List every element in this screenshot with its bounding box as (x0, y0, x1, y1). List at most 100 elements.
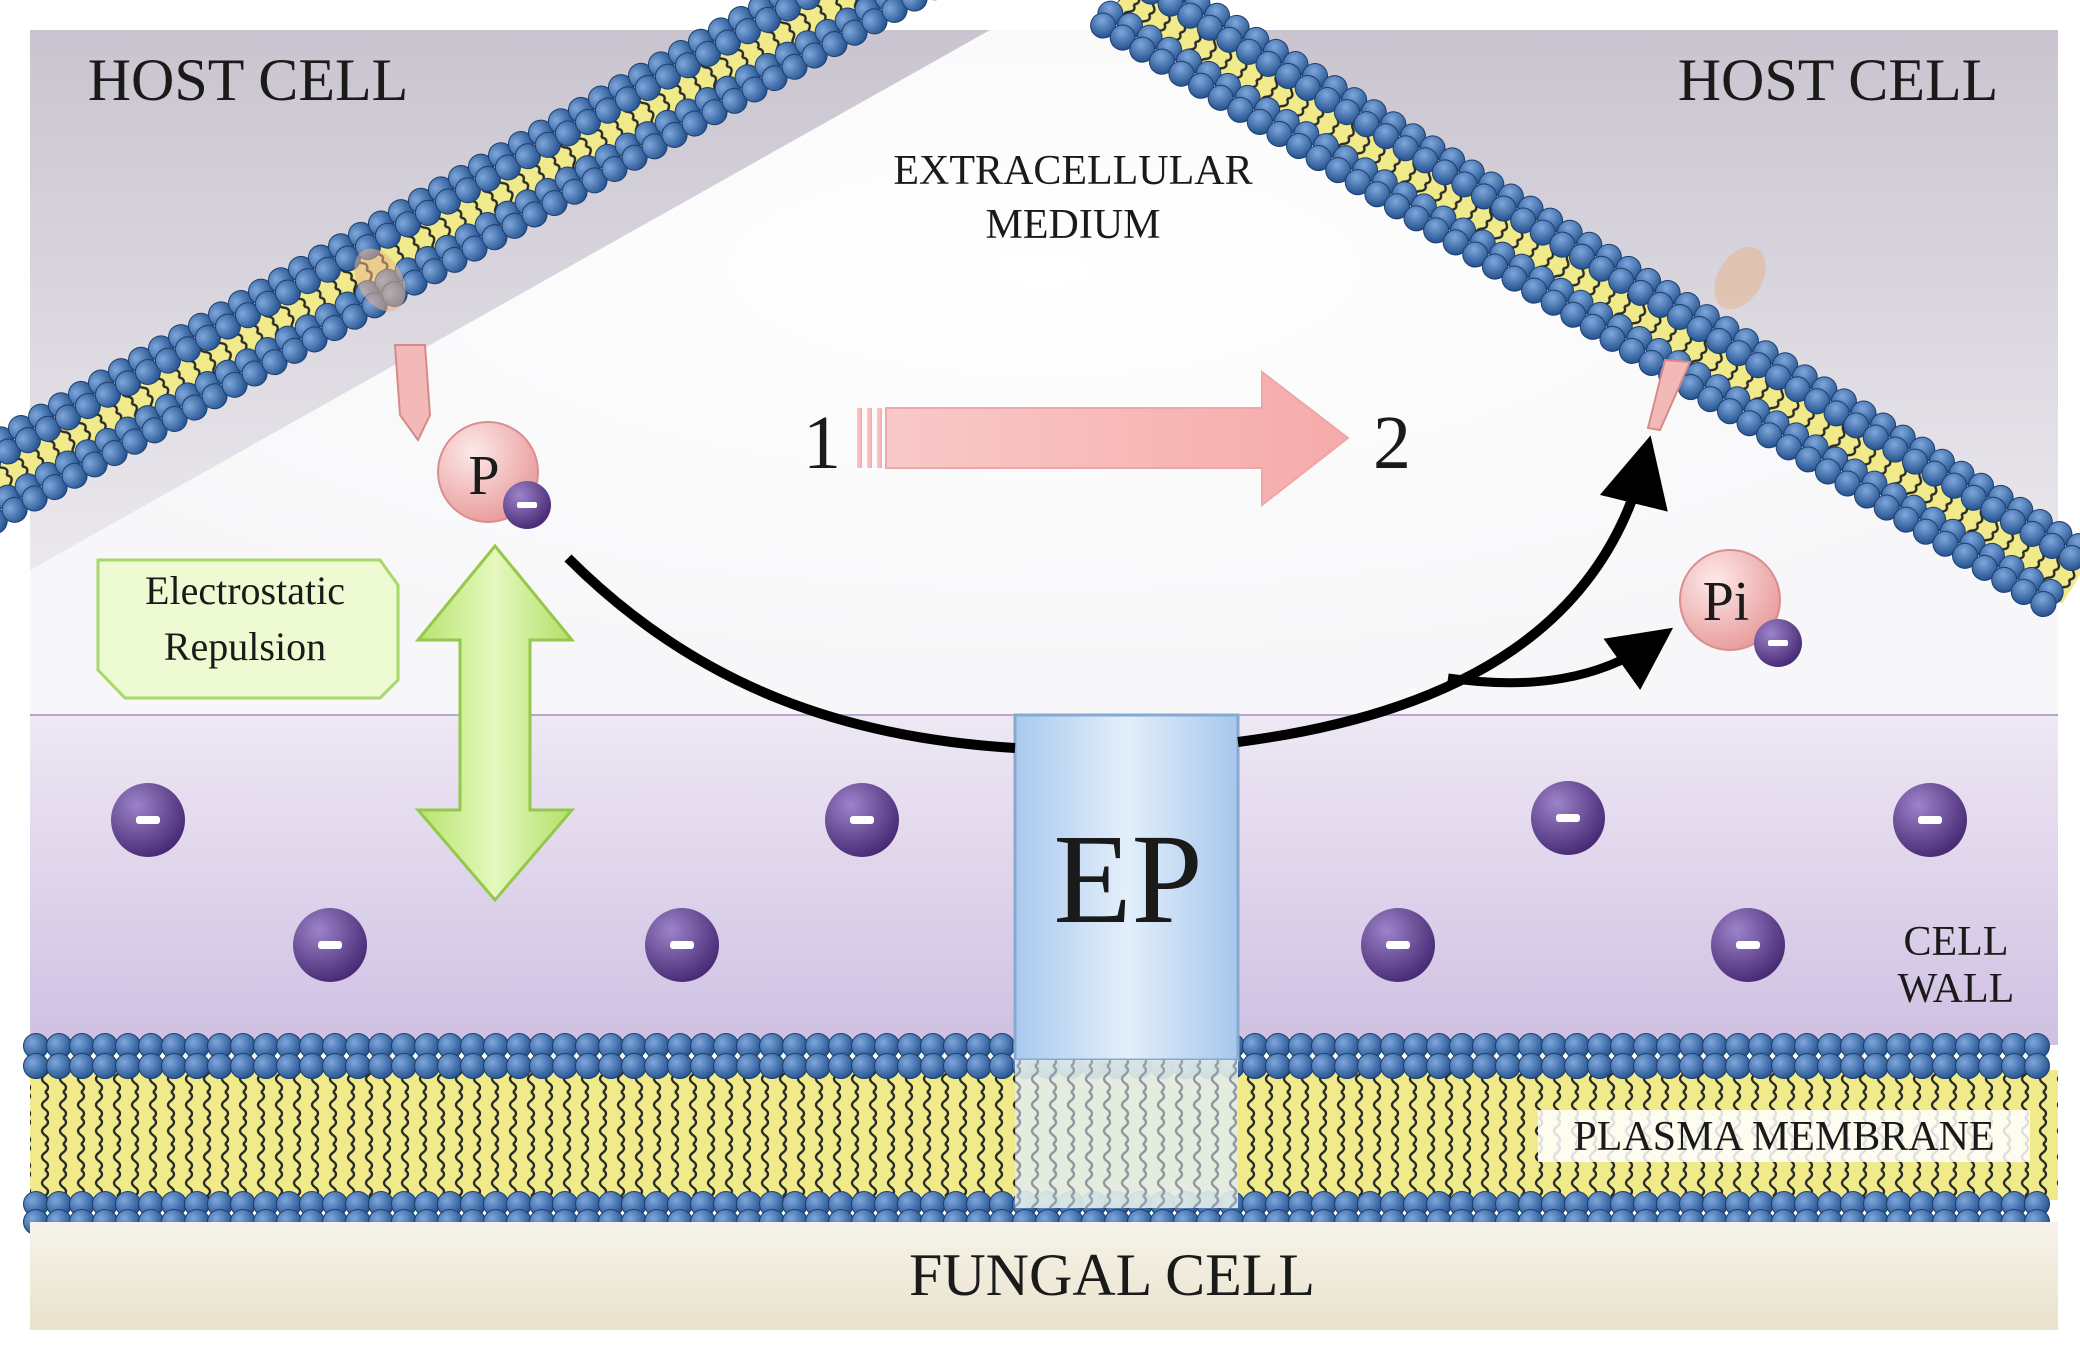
step-start-label: 1 (803, 401, 841, 485)
fungal-cell-label: FUNGAL CELL (909, 1242, 1315, 1308)
plasma-membrane-label: PLASMA MEMBRANE (1573, 1114, 1994, 1160)
minus-sign (1556, 814, 1580, 822)
lipid-head (92, 1053, 118, 1079)
lipid-head (1610, 1053, 1636, 1079)
minus-sign (1386, 941, 1410, 949)
lipid-head (598, 1053, 624, 1079)
lipid-head (345, 1053, 371, 1079)
lipid-head (943, 1053, 969, 1079)
lipid-head (529, 1053, 555, 1079)
lipid-head (299, 1053, 325, 1079)
lipid-head (736, 1053, 762, 1079)
lipid-head (1518, 1053, 1544, 1079)
lipid-head (713, 1053, 739, 1079)
lipid-head (138, 1053, 164, 1079)
lipid-head (1288, 1053, 1314, 1079)
host-cell-left-label: HOST CELL (88, 47, 409, 113)
lipid-head (391, 1053, 417, 1079)
lipid-head (1748, 1053, 1774, 1079)
lipid-head (1794, 1053, 1820, 1079)
lipid-head (667, 1053, 693, 1079)
lipid-head (69, 1053, 95, 1079)
lipid-head (1771, 1053, 1797, 1079)
minus-sign (850, 816, 874, 824)
inorganic-phosphate-label: Pi (1703, 571, 1750, 633)
lipid-head (920, 1053, 946, 1079)
lipid-head (253, 1053, 279, 1079)
cell-wall-label-line1: CELL (1904, 919, 2009, 965)
lipid-head (782, 1053, 808, 1079)
cell-wall-charges (111, 781, 1967, 982)
minus-sign (670, 941, 694, 949)
reaction-path-to-membrane (1237, 435, 1668, 747)
extracellular-label-line1: EXTRACELLULAR (893, 148, 1252, 194)
lipid-head (759, 1053, 785, 1079)
enzyme-label: EP (1053, 808, 1202, 950)
lipid-head (690, 1053, 716, 1079)
host-membrane-right (1090, 0, 2080, 618)
lipid-head (230, 1053, 256, 1079)
lipid-head (276, 1053, 302, 1079)
lipid-head (805, 1053, 831, 1079)
lipid-head (1633, 1053, 1659, 1079)
minus-sign (318, 941, 342, 949)
lipid-head (1242, 1053, 1268, 1079)
lipid-head (1932, 1053, 1958, 1079)
lipid-head (2001, 1053, 2027, 1079)
reaction-path-to-pi (1447, 627, 1674, 691)
lipid-head (115, 1053, 141, 1079)
lipid-head (1587, 1053, 1613, 1079)
lipid-head (414, 1053, 440, 1079)
lipid-head (1725, 1053, 1751, 1079)
lipid-head (1909, 1053, 1935, 1079)
lipid-head (966, 1053, 992, 1079)
reaction-path (564, 554, 1016, 753)
lipid-head (1702, 1053, 1728, 1079)
lipid-head (794, 0, 821, 11)
minus-sign (1736, 941, 1760, 949)
lipid-head (1564, 1053, 1590, 1079)
lipid-head (322, 1053, 348, 1079)
plasma-membrane-label-box (1538, 1110, 2030, 1162)
lipid-head (368, 1053, 394, 1079)
lipid-head (1357, 1053, 1383, 1079)
lipid-head (1426, 1053, 1452, 1079)
lipid-head (1449, 1053, 1475, 1079)
lipid-head (1817, 1053, 1843, 1079)
anchor-left (354, 248, 432, 442)
lipid-head (575, 1053, 601, 1079)
lipid-head (460, 1053, 486, 1079)
lipid-head (552, 1053, 578, 1079)
anchor-right (1646, 246, 1766, 432)
lipid-head (23, 1053, 49, 1079)
repulsion-label-line2: Repulsion (164, 624, 326, 669)
step-end-label: 2 (1373, 401, 1411, 485)
lipid-head (1334, 1053, 1360, 1079)
repulsion-label-box (96, 558, 400, 700)
cell-wall-label-line2: WALL (1898, 966, 2015, 1012)
extracellular-label-line2: MEDIUM (986, 202, 1161, 248)
lipid-head (437, 1053, 463, 1079)
lipid-head (1265, 1053, 1291, 1079)
lipid-head (1886, 1053, 1912, 1079)
lipid-head (1679, 1053, 1705, 1079)
ep-enzyme (1013, 713, 1240, 1208)
lipid-head (2030, 591, 2057, 618)
fungal-cell (30, 1222, 2058, 1330)
lipid-head (161, 1053, 187, 1079)
phosphate-group (437, 421, 551, 529)
lipid-head (901, 0, 928, 12)
lipid-head (2024, 1053, 2050, 1079)
lipid-head (874, 1053, 900, 1079)
lipid-head (207, 1053, 233, 1079)
lipid-head (1495, 1053, 1521, 1079)
lipid-head (1380, 1053, 1406, 1079)
extracellular-medium (30, 30, 2058, 715)
process-arrow (857, 369, 1350, 508)
lipid-head (184, 1053, 210, 1079)
host-cell-right-label: HOST CELL (1678, 47, 1999, 113)
lipid-head (2058, 545, 2080, 572)
lipid-head (1137, 0, 1164, 5)
lipid-head (1863, 1053, 1889, 1079)
